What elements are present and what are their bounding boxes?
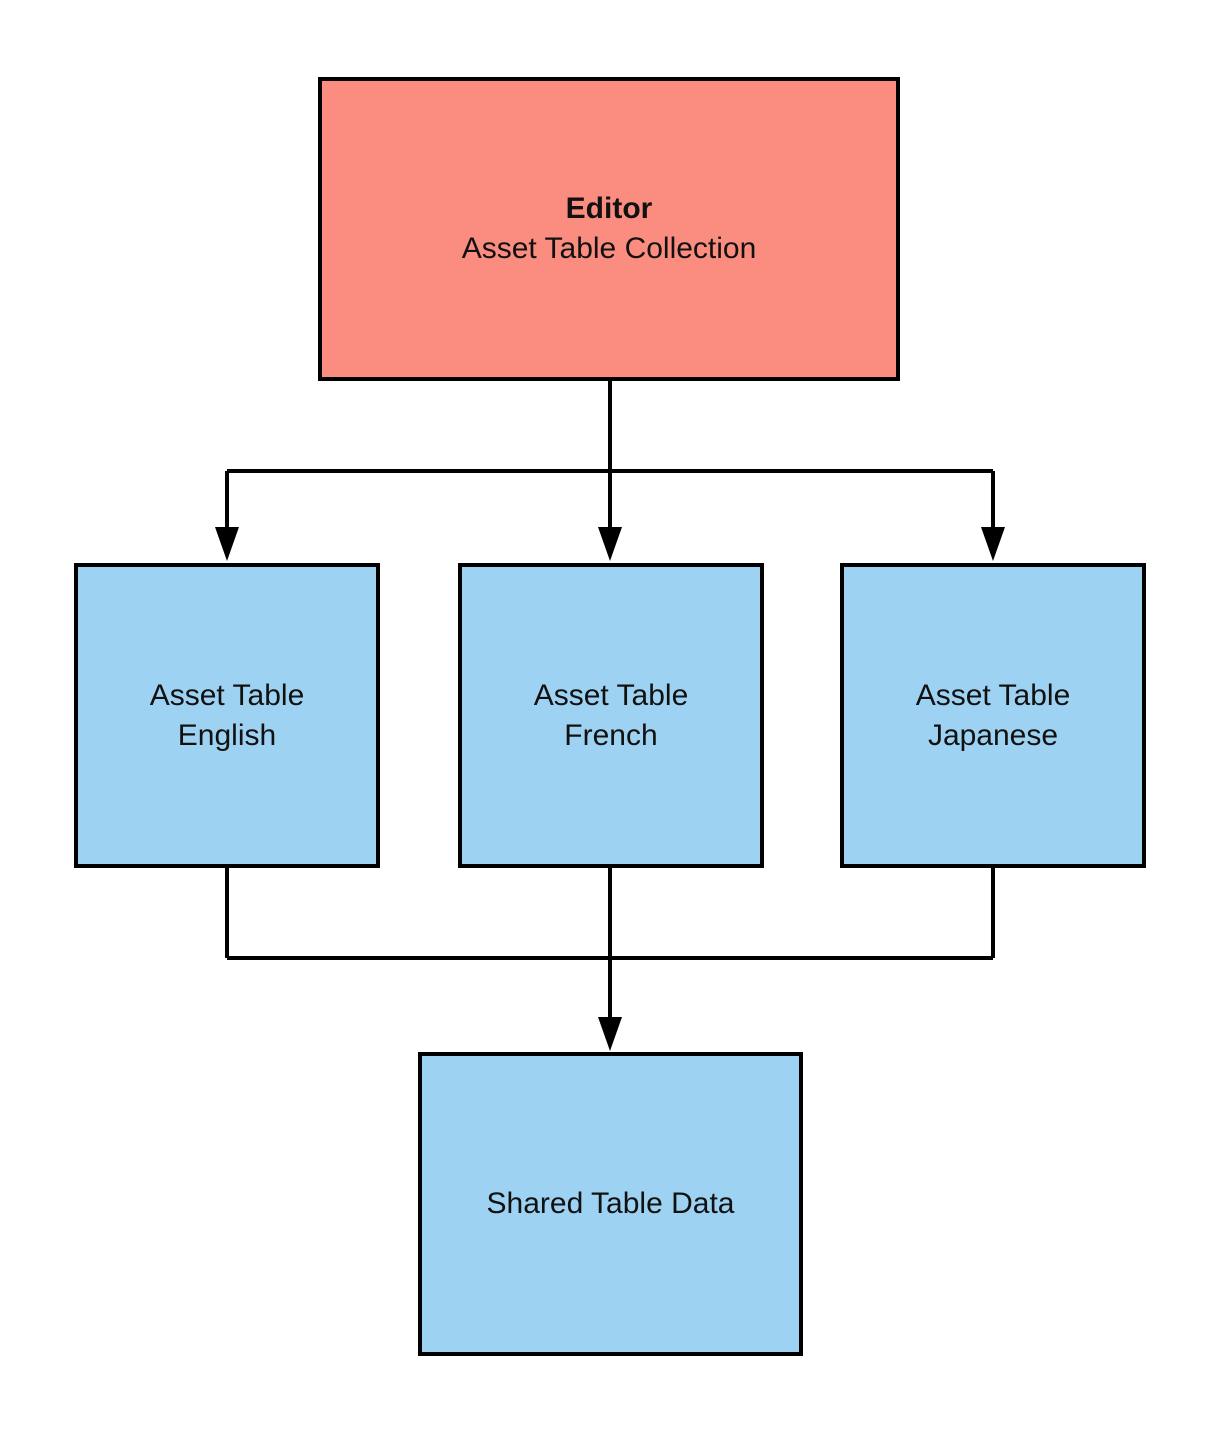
arrowhead-shared (598, 1017, 622, 1051)
node-shared-line1: Shared Table Data (486, 1187, 735, 1220)
arrowhead-french (598, 527, 622, 561)
node-japanese-line1: Asset Table (915, 678, 1071, 712)
node-editor-asset-table-collection: Editor Asset Table Collection (318, 77, 900, 381)
node-shared-table-data: Shared Table Data (418, 1052, 803, 1356)
node-english-line1: Asset Table (149, 678, 305, 712)
node-english-line2: English (177, 718, 277, 752)
node-editor-title: Editor (565, 192, 653, 225)
node-editor-subtitle: Asset Table Collection (461, 232, 757, 265)
node-french-line2: French (564, 718, 658, 752)
node-asset-table-french: Asset Table French (458, 563, 764, 868)
arrowhead-japanese (981, 527, 1005, 561)
node-french-line1: Asset Table (533, 678, 689, 712)
arrowhead-english (215, 527, 239, 561)
node-asset-table-japanese: Asset Table Japanese (840, 563, 1146, 868)
node-asset-table-english: Asset Table English (74, 563, 380, 868)
node-japanese-line2: Japanese (927, 718, 1059, 752)
